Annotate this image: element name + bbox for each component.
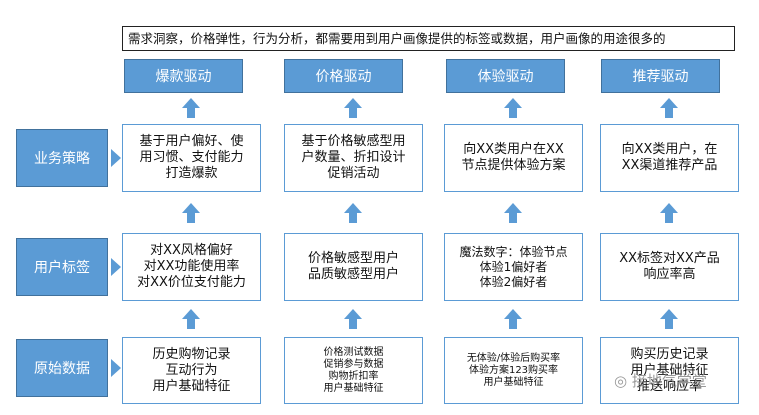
up-arrow-icon [344, 98, 362, 118]
column-header-recommend: 推荐驱动 [601, 59, 720, 93]
up-arrow-icon [182, 309, 200, 329]
row-label-raw-data: 原始数据 [16, 339, 108, 397]
data-price: 价格测试数据促销参与数据购物折扣率用户基础特征 [284, 337, 423, 404]
row-label-business-strategy: 业务策略 [16, 129, 108, 187]
data-hot-product: 历史购物记录互动行为用户基础特征 [122, 337, 261, 404]
wechat-icon: ◎ [614, 372, 628, 390]
row-label-user-tags: 用户标签 [16, 238, 108, 296]
tags-recommend: XX标签对XX产品响应率高 [600, 233, 739, 301]
tags-experience: 魔法数字：体验节点体验1偏好者体验2偏好者 [444, 233, 583, 301]
up-arrow-icon [660, 309, 678, 329]
insight-banner: 需求洞察，价格弹性，行为分析，都需要用到用户画像提供的标签或数据，用户画像的用途… [122, 26, 735, 51]
up-arrow-icon [660, 98, 678, 118]
right-arrow-icon [111, 149, 121, 167]
tags-hot-product: 对XX风格偏好对XX功能使用率对XX价位支付能力 [122, 233, 261, 301]
up-arrow-icon [660, 203, 678, 223]
watermark: ◎ 接地气学堂 [614, 372, 707, 390]
column-header-price: 价格驱动 [284, 59, 403, 93]
column-header-experience: 体验驱动 [446, 59, 565, 93]
right-arrow-icon [111, 258, 121, 276]
up-arrow-icon [182, 203, 200, 223]
data-experience: 无体验/体验后购买率体验方案123购买率用户基础特征 [444, 337, 583, 404]
strategy-hot-product: 基于用户偏好、使用习惯、支付能力打造爆款 [122, 124, 261, 192]
up-arrow-icon [504, 98, 522, 118]
column-header-hot-product: 爆款驱动 [124, 59, 243, 93]
up-arrow-icon [504, 203, 522, 223]
up-arrow-icon [504, 309, 522, 329]
tags-price: 价格敏感型用户品质敏感型用户 [284, 233, 423, 301]
data-recommend: 购买历史记录用户基础特征推送响应率 [600, 337, 739, 404]
up-arrow-icon [182, 98, 200, 118]
strategy-price: 基于价格敏感型用户数量、折扣设计促销活动 [284, 124, 423, 192]
right-arrow-icon [111, 359, 121, 377]
up-arrow-icon [344, 309, 362, 329]
up-arrow-icon [344, 203, 362, 223]
